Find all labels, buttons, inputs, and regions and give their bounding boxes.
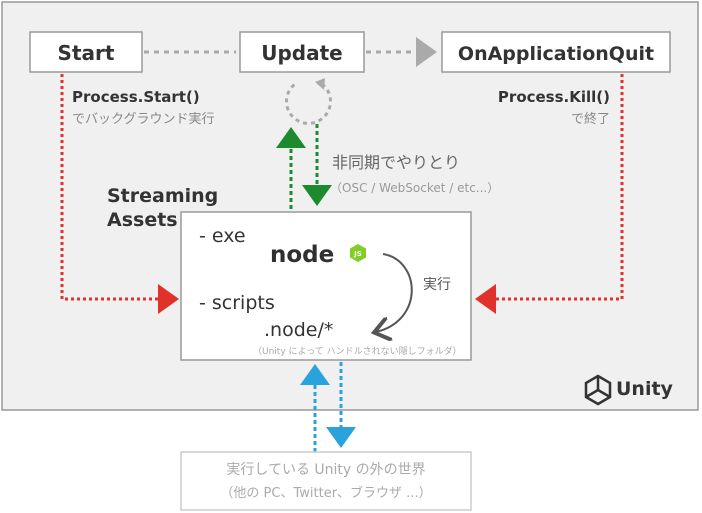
process-kill-label: Process.Kill()	[498, 88, 610, 106]
execute-label: 実行	[423, 277, 451, 293]
node-path-label: .node/*	[264, 319, 333, 341]
node-logo-hexagon	[350, 244, 366, 262]
scripts-label: - scripts	[199, 292, 275, 314]
quit-label: OnApplicationQuit	[458, 43, 654, 65]
streaming-assets-label-2: Assets	[107, 209, 178, 231]
process-start-label: Process.Start()	[72, 88, 200, 106]
quit-box: OnApplicationQuit	[441, 31, 671, 73]
outside-world-line2: （他の PC、Twitter、ブラウザ ...）	[220, 485, 431, 501]
exe-label: - exe	[199, 225, 246, 247]
process-start-sub: でバックグラウンド実行	[72, 111, 214, 127]
node-logo-badge: JS	[353, 250, 362, 258]
outside-world-line1: 実行している Unity の外の世界	[226, 462, 425, 478]
update-loop-arrowhead	[315, 78, 325, 90]
start-box: Start	[29, 31, 143, 73]
hidden-folder-note: （Unity によって ハンドルされない隠しフォルダ）	[253, 345, 462, 357]
execute-curve-arrow	[376, 253, 413, 332]
unity-label: Unity	[616, 378, 674, 400]
update-box: Update	[239, 31, 365, 73]
streaming-assets-box	[180, 211, 472, 361]
update-label: Update	[261, 41, 343, 65]
outside-world-box	[180, 451, 472, 511]
process-kill-sub: で終了	[571, 111, 610, 127]
unity-logo-icon	[584, 374, 612, 406]
node-logo-text: node	[270, 242, 334, 268]
nodejs-logo-icon: node JS	[270, 242, 366, 268]
start-launch-arrow	[60, 74, 179, 314]
async-sub: （OSC / WebSocket / etc...）	[330, 181, 499, 195]
quit-kill-arrow	[475, 74, 624, 314]
start-label: Start	[58, 41, 115, 65]
streaming-assets-label-1: Streaming	[107, 185, 218, 207]
async-label: 非同期でやりとり	[332, 153, 460, 172]
